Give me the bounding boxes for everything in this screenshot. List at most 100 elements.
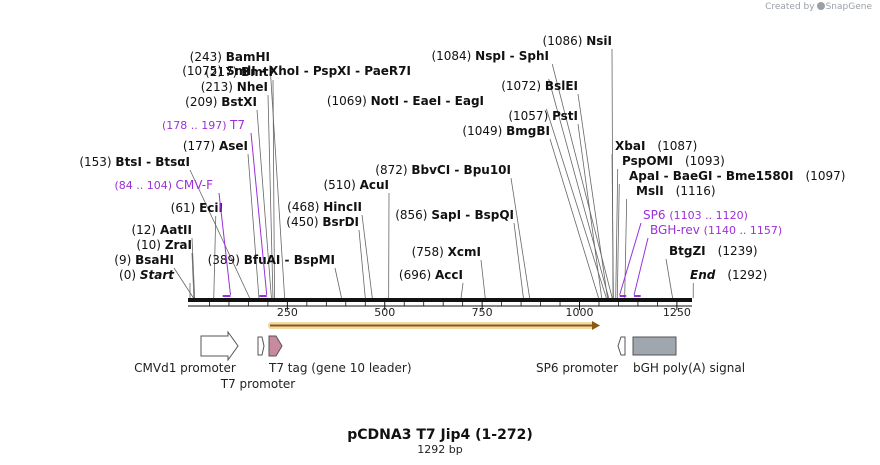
primer-sp6[interactable]: SP6 (1103 .. 1120) [619, 208, 748, 297]
t7-promoter-feature[interactable] [257, 336, 265, 356]
enzyme-name: NotI [371, 94, 400, 108]
cut-site-line [267, 94, 274, 299]
bgh-polya-feature[interactable] [632, 336, 677, 356]
enzyme-label-acui[interactable]: (510) AcuI [323, 178, 389, 192]
feature-label-sp6: SP6 promoter [536, 361, 618, 375]
enzyme-name: AcuI [360, 178, 389, 192]
feature-label-cmvd1: CMVd1 promoter [134, 361, 236, 375]
sp6-promoter-feature[interactable] [617, 336, 626, 356]
enzyme-label-psti[interactable]: (1057) PstI [508, 109, 578, 123]
enzyme-name: PstI [552, 109, 578, 123]
enzyme-name: NspI [475, 49, 505, 63]
enzyme-labels: (0) Start(9) BsaHI(10) ZraI(12) AatII (61… [79, 34, 845, 282]
enzyme-label-btgzi[interactable]: BtgZI(1239) [669, 244, 758, 258]
enzyme-label-nsii[interactable]: (1086) NsiI [543, 34, 612, 48]
orf-arrow[interactable] [268, 321, 600, 330]
enzyme-name: BamHI [226, 50, 270, 64]
sequence-backbone [188, 298, 692, 302]
enzyme-label-asei[interactable]: (177) AseI [183, 139, 248, 153]
enzyme-name: - PspXI [300, 64, 351, 78]
enzyme-position: (872) [375, 163, 411, 177]
feature-label-t7-tag: T7 tag (gene 10 leader) [268, 361, 412, 375]
cut-site-line [615, 168, 619, 299]
primer-line [250, 132, 268, 296]
primer-cmv-f[interactable]: (84 .. 104) CMV-F [114, 178, 232, 297]
enzyme-label-start[interactable]: (0) Start [119, 268, 175, 282]
enzyme-label-end[interactable]: End(1292) [690, 268, 767, 282]
enzyme-label-smli-xhoi-pspxi-paer7i[interactable]: (1075) SmlI - XhoI - PspXI - PaeR7I [182, 64, 411, 78]
enzyme-name: - XhoI [256, 64, 300, 78]
cut-site-line [173, 267, 194, 299]
enzyme-label-pspomi[interactable]: PspOMI(1093) [622, 154, 725, 168]
map-length: 1292 bp [417, 443, 462, 456]
t7-tag-feature[interactable] [268, 335, 283, 357]
enzyme-label-bmti[interactable]: (217) BmtI [205, 65, 273, 79]
enzyme-label-nhei[interactable]: (213) NheI [201, 80, 268, 94]
enzyme-position: (389) [208, 253, 244, 267]
axis-tick-label: 250 [277, 306, 298, 319]
enzyme-label-bslei[interactable]: (1072) BslEI [501, 79, 578, 93]
primer-layer: (178 .. 197) T7(84 .. 104) CMV-F SP6 (110… [114, 118, 782, 297]
enzyme-name: BsaHI [135, 253, 174, 267]
enzyme-label-ecii[interactable]: (61) EciI [171, 201, 223, 215]
primer-bgh-rev[interactable]: BGH-rev (1140 .. 1157) [633, 223, 782, 297]
enzyme-name: XbaI [615, 139, 645, 153]
enzyme-position: (177) [183, 139, 219, 153]
enzyme-label-xbai[interactable]: XbaI (1087) [615, 139, 697, 153]
feature-label-bgh: bGH poly(A) signal [633, 361, 745, 375]
enzyme-label-acci[interactable]: (696) AccI [399, 268, 463, 282]
enzyme-name: End [690, 268, 716, 282]
enzyme-label-hincii[interactable]: (468) HincII [287, 200, 362, 214]
enzyme-name: BfuAI [244, 253, 281, 267]
enzyme-label-aatii[interactable]: (12) AatII [131, 223, 192, 237]
enzyme-label-btsi-bts-i[interactable]: (153) BtsI - BtsαI [79, 155, 190, 169]
enzyme-label-zrai[interactable]: (10) ZraI [136, 238, 192, 252]
axis-tick-label: 1250 [663, 306, 691, 319]
cut-site-line [334, 267, 342, 299]
enzyme-position: (450) [286, 215, 322, 229]
enzyme-name: ApaI [629, 169, 659, 183]
axis-tick-label: 500 [374, 306, 395, 319]
snapgene-logo-icon [816, 2, 825, 10]
axis-tick-label: 750 [472, 306, 493, 319]
enzyme-name: - BaeGI [659, 169, 712, 183]
cut-site-line [361, 214, 373, 299]
enzyme-position: (12) [131, 223, 159, 237]
enzyme-position: (1049) [462, 124, 506, 138]
primer-label: BGH-rev (1140 .. 1157) [650, 223, 782, 237]
cmvd1-promoter-feature[interactable] [200, 330, 239, 362]
enzyme-name: BstXI [221, 95, 257, 109]
primer-range: (84 .. 104) [114, 179, 175, 192]
enzyme-label-sapi-bspqi[interactable]: (856) SapI - BspQI [395, 208, 514, 222]
orf-arrowhead [592, 321, 600, 330]
enzyme-label-bmgbi[interactable]: (1049) BmgBI [462, 124, 550, 138]
enzyme-label-msli[interactable]: MslI(1116) [636, 184, 716, 198]
enzyme-position: (153) [79, 155, 115, 169]
enzyme-name: BsrDI [322, 215, 359, 229]
enzyme-label-apai-baegi-bme1580i[interactable]: ApaI - BaeGI - Bme1580I(1097) [629, 169, 845, 183]
enzyme-position: (1087) [657, 139, 697, 153]
enzyme-label-bbvci-bpu10i[interactable]: (872) BbvCI - Bpu10I [375, 163, 511, 177]
primer-range: (178 .. 197) [162, 119, 230, 132]
enzyme-name: Start [140, 268, 175, 282]
enzyme-label-bstxi[interactable]: (209) BstXI [185, 95, 257, 109]
primer-t7[interactable]: (178 .. 197) T7 [162, 118, 268, 297]
enzyme-position: (1057) [508, 109, 552, 123]
enzyme-label-bsahi[interactable]: (9) BsaHI [114, 253, 174, 267]
enzyme-label-nspi-sphi[interactable]: (1084) NspI - SphI [431, 49, 549, 63]
enzyme-label-xcmi[interactable]: (758) XcmI [412, 245, 481, 259]
enzyme-position: (243) [190, 50, 226, 64]
cut-site-line [551, 63, 613, 299]
enzyme-label-bfuai-bspmi[interactable]: (389) BfuAI - BspMI [208, 253, 335, 267]
enzyme-position: (1084) [431, 49, 475, 63]
primer-name: CMV-F [176, 178, 214, 192]
enzyme-name: BmgBI [506, 124, 550, 138]
enzyme-position: (1239) [718, 244, 758, 258]
enzyme-label-bsrdi[interactable]: (450) BsrDI [286, 215, 359, 229]
enzyme-label-bamhi[interactable]: (243) BamHI [190, 50, 270, 64]
enzyme-label-noti-eaei-eagi[interactable]: (1069) NotI - EaeI - EagI [327, 94, 484, 108]
enzyme-lines [173, 48, 694, 299]
primer-range: (1103 .. 1120) [669, 209, 748, 222]
enzyme-name: - SphI [505, 49, 549, 63]
enzyme-name: AccI [435, 268, 463, 282]
